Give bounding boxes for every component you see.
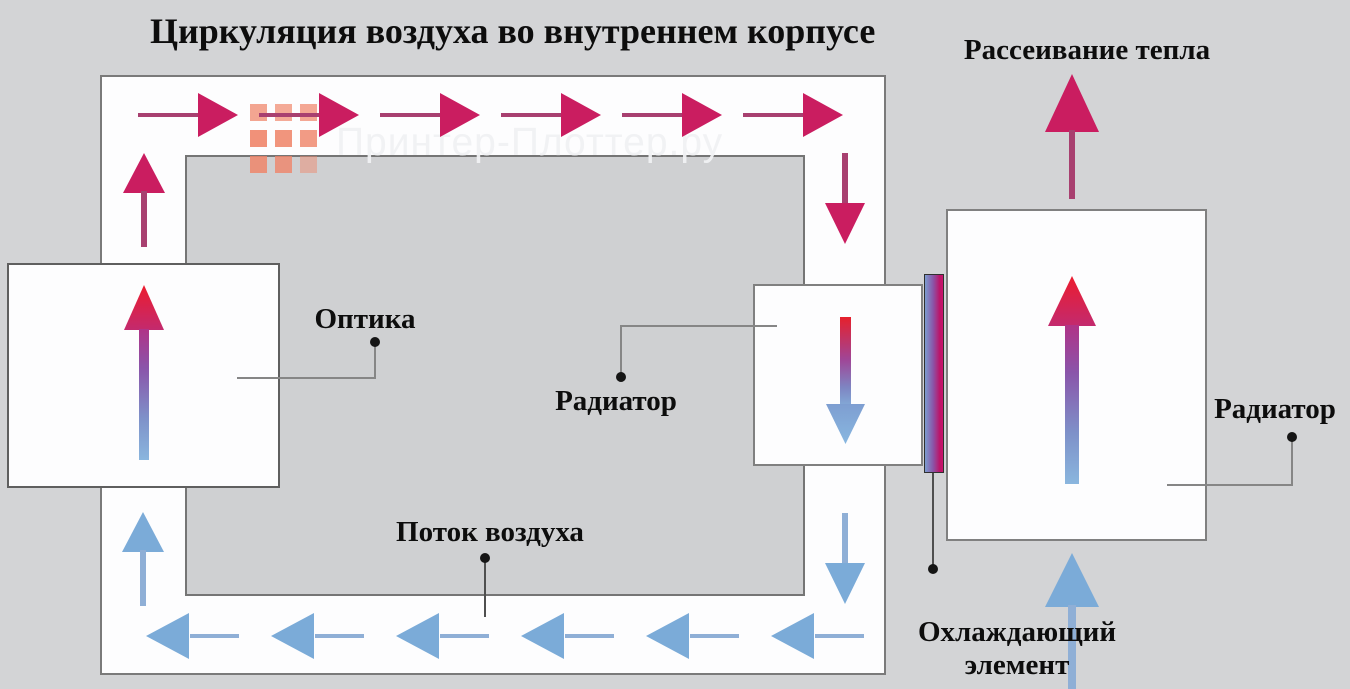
logo-square [275, 156, 292, 173]
cool-air-left-arrow-icon [396, 613, 489, 659]
optics-leader-line [237, 377, 376, 379]
hot-air-down-arrow-icon [825, 153, 865, 244]
cool-air-left-arrow-icon [771, 613, 864, 659]
radiator-middle-gradient-arrow-icon [826, 317, 865, 444]
radiator-right-leader-dot [1287, 432, 1297, 442]
optics-leader-dot [370, 337, 380, 347]
radiator-middle-label: Радиатор [555, 385, 677, 417]
cool-air-left-arrow-icon [271, 613, 364, 659]
radiator-right-leader-line [1167, 484, 1293, 486]
logo-square [300, 130, 317, 147]
logo-square [275, 130, 292, 147]
cool-air-intake-arrow-icon [1045, 553, 1099, 689]
radiator-right-gradient-arrow-icon [1048, 276, 1096, 484]
logo-square [250, 130, 267, 147]
cooling-element-leader-line [932, 473, 934, 567]
cooling-element-leader-dot [928, 564, 938, 574]
heat-dissipation-label: Рассеивание тепла [963, 34, 1211, 66]
radiator-right-leader-line [1291, 437, 1293, 486]
cool-air-left-arrow-icon [521, 613, 614, 659]
cool-air-left-arrow-icon [646, 613, 739, 659]
logo-square [250, 156, 267, 173]
radiator-middle-leader-dot [616, 372, 626, 382]
radiator-middle-leader-line [620, 326, 622, 378]
optics-heat-gradient-arrow-icon [124, 285, 164, 460]
hot-air-right-arrow-icon [622, 93, 722, 137]
radiator-middle-box [753, 284, 923, 466]
heat-dissipation-arrow-icon [1045, 74, 1099, 199]
cool-air-down-arrow-icon [825, 513, 865, 604]
radiator-middle-leader-line [620, 325, 777, 327]
hot-air-right-arrow-icon [138, 93, 238, 137]
cooling-element-label: Охлаждающий элемент [917, 616, 1117, 681]
air-flow-leader-line [484, 560, 486, 617]
air-flow-label: Поток воздуха [396, 516, 584, 548]
optics-leader-line [374, 342, 376, 379]
cool-air-left-arrow-icon [146, 613, 239, 659]
watermark-text: Принтер-Плоттер.ру [336, 121, 724, 164]
hot-air-right-arrow-icon [743, 93, 843, 137]
inner-case-body [185, 155, 805, 596]
hot-air-right-arrow-icon [259, 93, 359, 137]
hot-air-up-arrow-icon [123, 153, 165, 247]
optics-label: Оптика [314, 303, 416, 335]
air-flow-leader-dot [480, 553, 490, 563]
hot-air-right-arrow-icon [380, 93, 480, 137]
cooling-element-strip [924, 274, 944, 473]
hot-air-right-arrow-icon [501, 93, 601, 137]
cool-air-up-arrow-icon [122, 512, 164, 606]
page-title: Циркуляция воздуха во внутреннем корпусе [150, 11, 876, 51]
radiator-right-label: Радиатор [1214, 393, 1336, 425]
logo-square [300, 156, 317, 173]
